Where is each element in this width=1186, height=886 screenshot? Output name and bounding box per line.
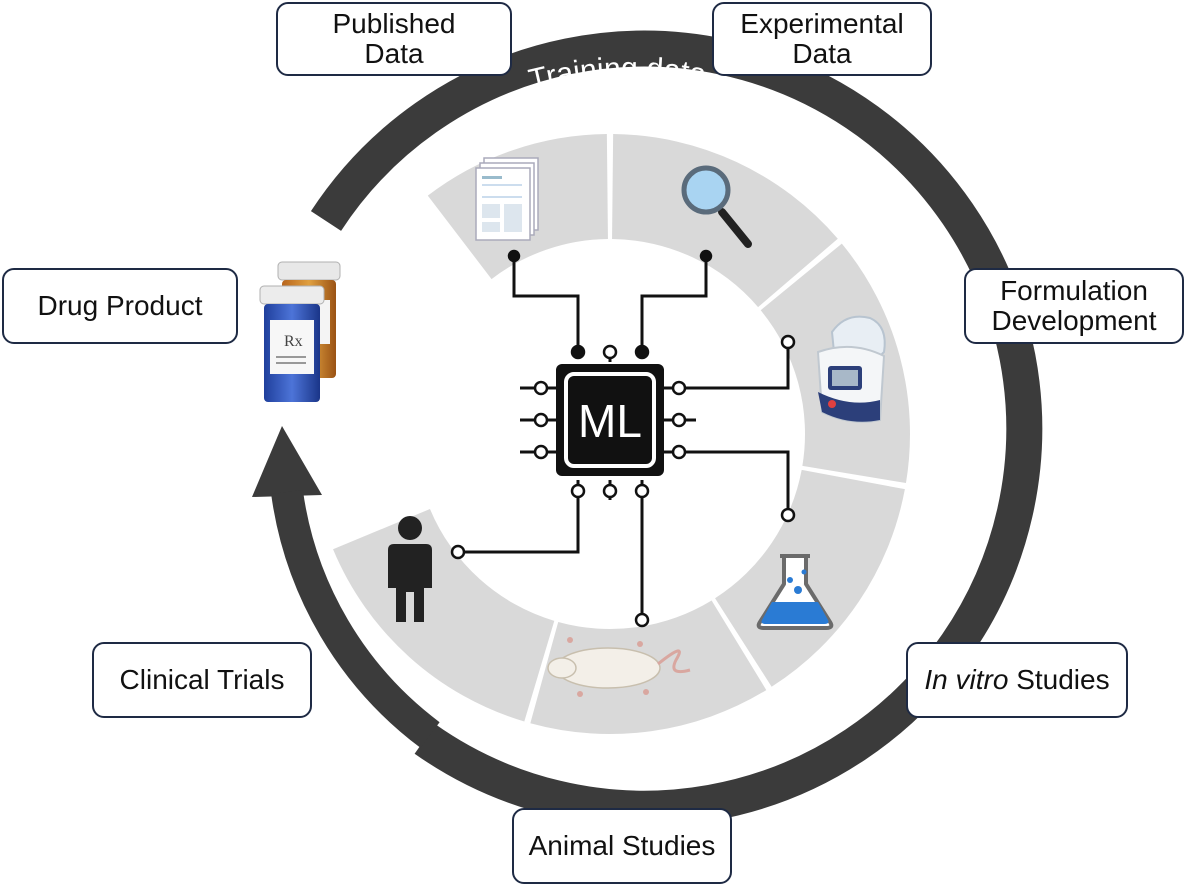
animal-studies-label: Animal Studies	[528, 830, 716, 861]
published-data-line1: Published	[332, 8, 456, 39]
experimental-data-line1: Experimental	[740, 8, 904, 39]
clinical-trials-label: Clinical Trials	[119, 664, 285, 695]
in-vitro-rest: Studies	[1008, 664, 1110, 695]
lab-device-icon	[816, 315, 886, 423]
published-data-line2: Data	[364, 38, 424, 69]
in-vitro-italic: In vitro	[924, 664, 1009, 695]
person-icon	[388, 516, 432, 622]
training-arrow	[310, 30, 1043, 827]
ml-chip: ML	[556, 364, 664, 476]
rx-mark: Rx	[284, 333, 303, 350]
pill-bottles-icon: Rx	[259, 261, 341, 402]
animal-studies-box: Animal Studies	[512, 808, 732, 884]
flask-icon	[756, 554, 834, 630]
segment-in-vitro	[715, 469, 905, 687]
rat-icon	[547, 637, 691, 697]
in-vitro-studies-label: In vitro Studies	[924, 665, 1109, 695]
drug-product-label: Drug Product	[37, 290, 203, 321]
experimental-data-box: Experimental Data	[712, 2, 932, 76]
arrow-tail	[271, 489, 440, 748]
clinical-trials-box: Clinical Trials	[92, 642, 312, 718]
magnifying-glass-icon	[681, 165, 752, 248]
experimental-data-line2: Data	[792, 38, 852, 69]
arrow-head	[252, 426, 322, 497]
formulation-line1: Formulation	[1000, 275, 1148, 306]
published-data-box: Published Data	[276, 2, 512, 76]
formulation-development-box: Formulation Development	[964, 268, 1184, 344]
circuit-nodes	[450, 249, 796, 628]
ml-chip-label: ML	[578, 395, 642, 447]
drug-product-box: Drug Product	[2, 268, 238, 344]
documents-icon	[475, 157, 539, 241]
in-vitro-studies-box: In vitro Studies	[906, 642, 1128, 718]
formulation-line2: Development	[991, 305, 1157, 336]
